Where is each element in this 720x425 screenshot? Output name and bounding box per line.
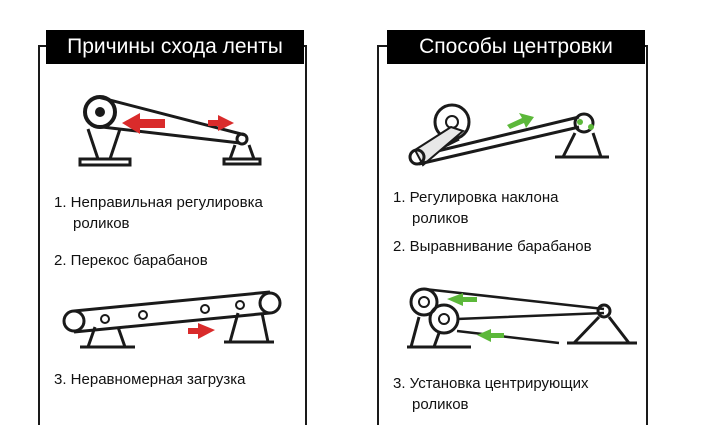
solution-item-3: 3. Установка центрирующих роликов: [393, 375, 589, 413]
misaligned-rollers-diagram: [78, 95, 262, 167]
roller-tilt-diagram: [408, 103, 609, 167]
skew-arrow: [188, 323, 215, 339]
solutions-panel: Способы центровки 1. Регулировка наклона…: [377, 30, 648, 425]
cause-item-2: 2. Перекос барабанов: [54, 252, 208, 269]
drive-pulley-stand: [78, 128, 132, 167]
causes-title: Причины схода ленты: [46, 30, 304, 64]
skewed-pulleys-diagram: [62, 290, 282, 349]
solution-item-2: 2. Выравнивание барабанов: [393, 238, 592, 255]
cause-item-3: 3. Неравномерная загрузка: [54, 371, 246, 388]
tail-pulley-stand: [222, 132, 262, 166]
causes-panel: Причины схода ленты 1. Неправильная регу…: [38, 30, 307, 425]
cause-item-1: 1. Неправильная регулировка роликов: [54, 194, 263, 232]
tilt-arrow: [507, 113, 534, 129]
centering-arrows: [447, 293, 504, 342]
solutions-title: Способы центровки: [387, 30, 645, 64]
conveyor-stands: [80, 312, 274, 349]
solution-item-1: 1. Регулировка наклона роликов: [393, 189, 559, 227]
drift-arrows: [122, 113, 234, 134]
centering-rollers-diagram: [407, 287, 637, 349]
